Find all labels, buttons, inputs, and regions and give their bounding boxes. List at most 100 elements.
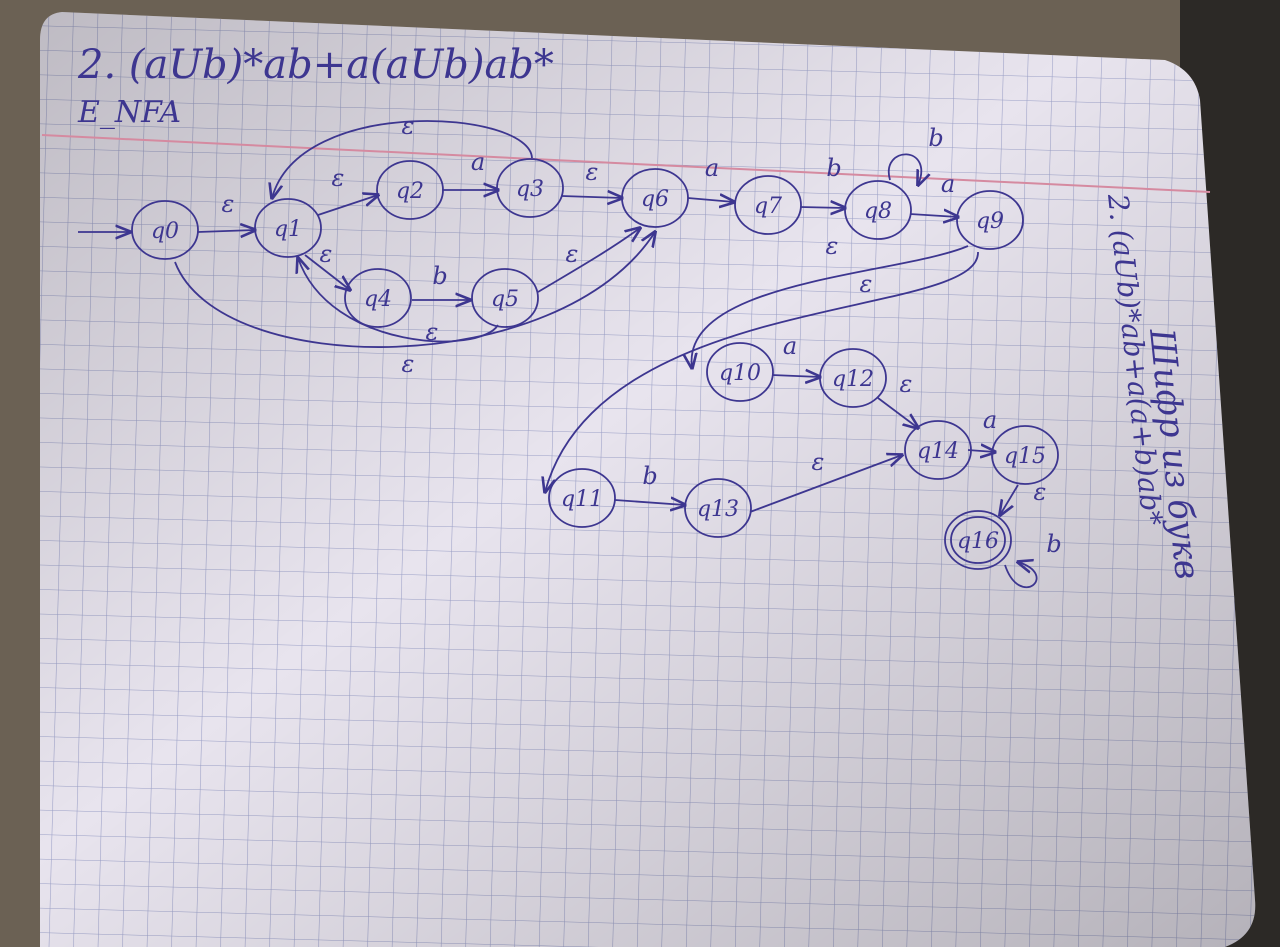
edge-label-q10-q12: a (783, 332, 797, 360)
state-q13: q13 (684, 478, 752, 538)
edge-label-q8-q9: a (941, 170, 955, 198)
state-label-q10: q10 (719, 361, 761, 386)
state-label-q1: q1 (274, 217, 302, 242)
edge-q8-q9 (909, 214, 958, 217)
state-label-q4: q4 (364, 287, 392, 312)
state-label-q12: q12 (832, 367, 874, 392)
edge-q5-q6 (537, 228, 640, 293)
state-label-q5: q5 (491, 287, 519, 312)
edge-q16-q16 (1004, 562, 1038, 589)
state-circle-q10 (706, 342, 774, 402)
edge-q3-q1 (272, 120, 533, 198)
edge-q1-q4 (304, 254, 350, 290)
state-circle-q12 (819, 348, 887, 408)
state-q1: q1 (254, 198, 322, 258)
state-q4: q4 (344, 268, 412, 328)
edge-q10-q12 (771, 375, 820, 377)
state-circle-q4 (344, 268, 412, 328)
edge-q0-q6 (174, 232, 655, 348)
edge-q0-q1 (197, 230, 255, 232)
state-q3: q3 (496, 158, 564, 218)
edge-q14-q15 (967, 450, 995, 452)
edge-label-q0-q6: ε (402, 350, 415, 378)
state-label-q15: q15 (1004, 444, 1046, 469)
state-q5: q5 (471, 268, 539, 328)
state-label-q9: q9 (976, 209, 1004, 234)
edge-label-q4-q5: b (432, 262, 447, 290)
state-label-q3: q3 (516, 177, 544, 202)
edge-label-q0-q1: ε (222, 190, 235, 218)
state-label-q11: q11 (561, 487, 603, 512)
state-q7: q7 (734, 175, 802, 235)
edge-q12-q14 (877, 397, 918, 428)
edge-label-q15-q16: ε (1034, 478, 1047, 506)
state-circle-q14 (904, 420, 972, 480)
state-circle-q2 (376, 160, 444, 220)
edge-label-q11-q13: b (642, 462, 657, 490)
edge-label-q5-q6: ε (566, 240, 579, 268)
edge-label-q3-q6: ε (586, 158, 599, 186)
margin-line (41, 134, 1211, 193)
state-circle-q15 (991, 425, 1059, 485)
enfa-subtitle: E_NFA (77, 95, 181, 130)
edge-label-q2-q3: a (471, 148, 485, 176)
paper-shading (40, 12, 1256, 947)
accepting-ring-q16 (950, 516, 1006, 564)
edge-q13-q14 (749, 455, 902, 513)
edge-q7-q8 (799, 207, 845, 208)
edge-q1-q2 (317, 195, 378, 216)
state-q0: q0 (131, 200, 199, 260)
edge-label-q1-q2: ε (332, 164, 345, 192)
state-circle-q9 (956, 190, 1024, 250)
state-circle-q13 (684, 478, 752, 538)
state-q11: q11 (548, 468, 616, 528)
state-q9: q9 (956, 190, 1024, 250)
state-label-q13: q13 (697, 497, 739, 522)
edge-label-q16-q16: b (1046, 530, 1061, 558)
edge-q3-q6 (561, 196, 622, 198)
state-q6: q6 (621, 168, 689, 228)
state-q2: q2 (376, 160, 444, 220)
state-label-q7: q7 (754, 194, 782, 219)
state-label-q8: q8 (864, 199, 892, 224)
edge-q9-q11 (545, 251, 979, 492)
edge-label-q5-q1: ε (426, 318, 439, 346)
edge-label-q14-q15: a (983, 406, 997, 434)
state-label-q0: q0 (151, 219, 179, 244)
regex-heading: 2. (aUb)*ab+a(aUb)ab* (77, 42, 554, 88)
state-q14: q14 (904, 420, 972, 480)
edge-label-q3-q1: ε (402, 112, 415, 140)
edge-q8-q8 (887, 153, 922, 185)
state-q15: q15 (991, 425, 1059, 485)
edge-q6-q7 (687, 198, 734, 202)
state-q16: q16 (944, 510, 1012, 570)
edge-label-q9-q11: ε (860, 270, 873, 298)
state-circle-q1 (254, 198, 322, 258)
state-label-q16: q16 (957, 529, 999, 554)
edge-q9-q10 (692, 245, 969, 368)
state-circle-q3 (496, 158, 564, 218)
state-q8: q8 (844, 180, 912, 240)
state-q12: q12 (819, 348, 887, 408)
state-circle-q16 (944, 510, 1012, 570)
state-circle-q0 (131, 200, 199, 260)
edge-label-q8-q8: b (928, 124, 943, 152)
state-circle-q5 (471, 268, 539, 328)
state-label-q14: q14 (917, 439, 959, 464)
edge-label-q12-q14: ε (900, 370, 913, 398)
state-circle-q11 (548, 468, 616, 528)
edge-label-q1-q4: ε (320, 240, 333, 268)
state-circle-q8 (844, 180, 912, 240)
edge-label-q9-q10: ε (826, 232, 839, 260)
state-circle-q6 (621, 168, 689, 228)
edge-label-q13-q14: ε (812, 448, 825, 476)
state-label-q2: q2 (396, 179, 424, 204)
edge-q11-q13 (614, 500, 685, 505)
state-label-q6: q6 (641, 187, 669, 212)
state-q10: q10 (706, 342, 774, 402)
state-nodes: q0 q1 q2 q3 q4 q5 q6 q7 q8 q9 q10 q11 q12 q13 q14 q15 q1… (131, 158, 1059, 570)
state-circle-q7 (734, 175, 802, 235)
edge-label-q7-q8: b (826, 154, 841, 182)
